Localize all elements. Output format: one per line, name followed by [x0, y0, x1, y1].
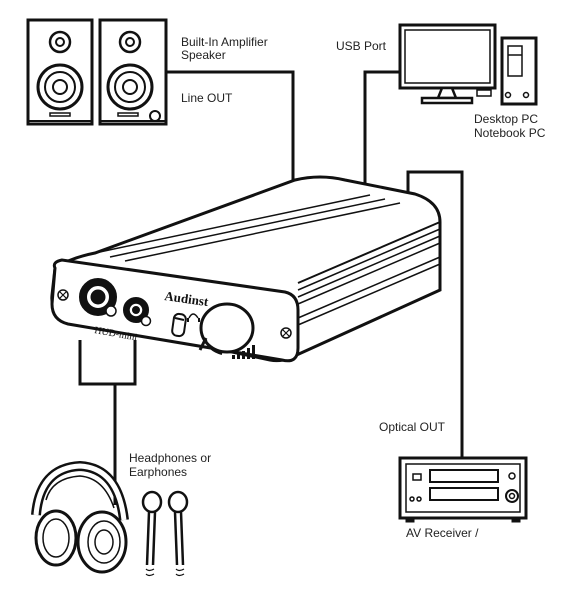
speaker-label-line2: Speaker: [181, 48, 226, 62]
pc-tower-icon: [500, 36, 538, 106]
usb-port-label: USB Port: [336, 39, 387, 53]
av-receiver-label: AV Receiver /: [406, 526, 479, 540]
headphones-label-line1: Headphones or: [129, 451, 212, 465]
av-receiver-icon: [398, 456, 528, 523]
device-brand-label: Audinst: [164, 288, 210, 309]
pc-label-line2: Notebook PC: [474, 126, 546, 140]
optical-out-label: Optical OUT: [379, 420, 446, 434]
line-out-label: Line OUT: [181, 91, 233, 105]
speaker-icon: [26, 18, 168, 126]
headphones-label-line2: Earphones: [129, 465, 188, 479]
speaker-label-line1: Built-In Amplifier: [181, 35, 268, 49]
earphones-icon: [141, 490, 189, 577]
pc-label-line1: Desktop PC: [474, 112, 539, 126]
dac-device-icon: [50, 175, 442, 363]
headphones-icon: [31, 460, 129, 574]
connection-cables: [78, 70, 464, 505]
monitor-icon: [398, 23, 497, 105]
